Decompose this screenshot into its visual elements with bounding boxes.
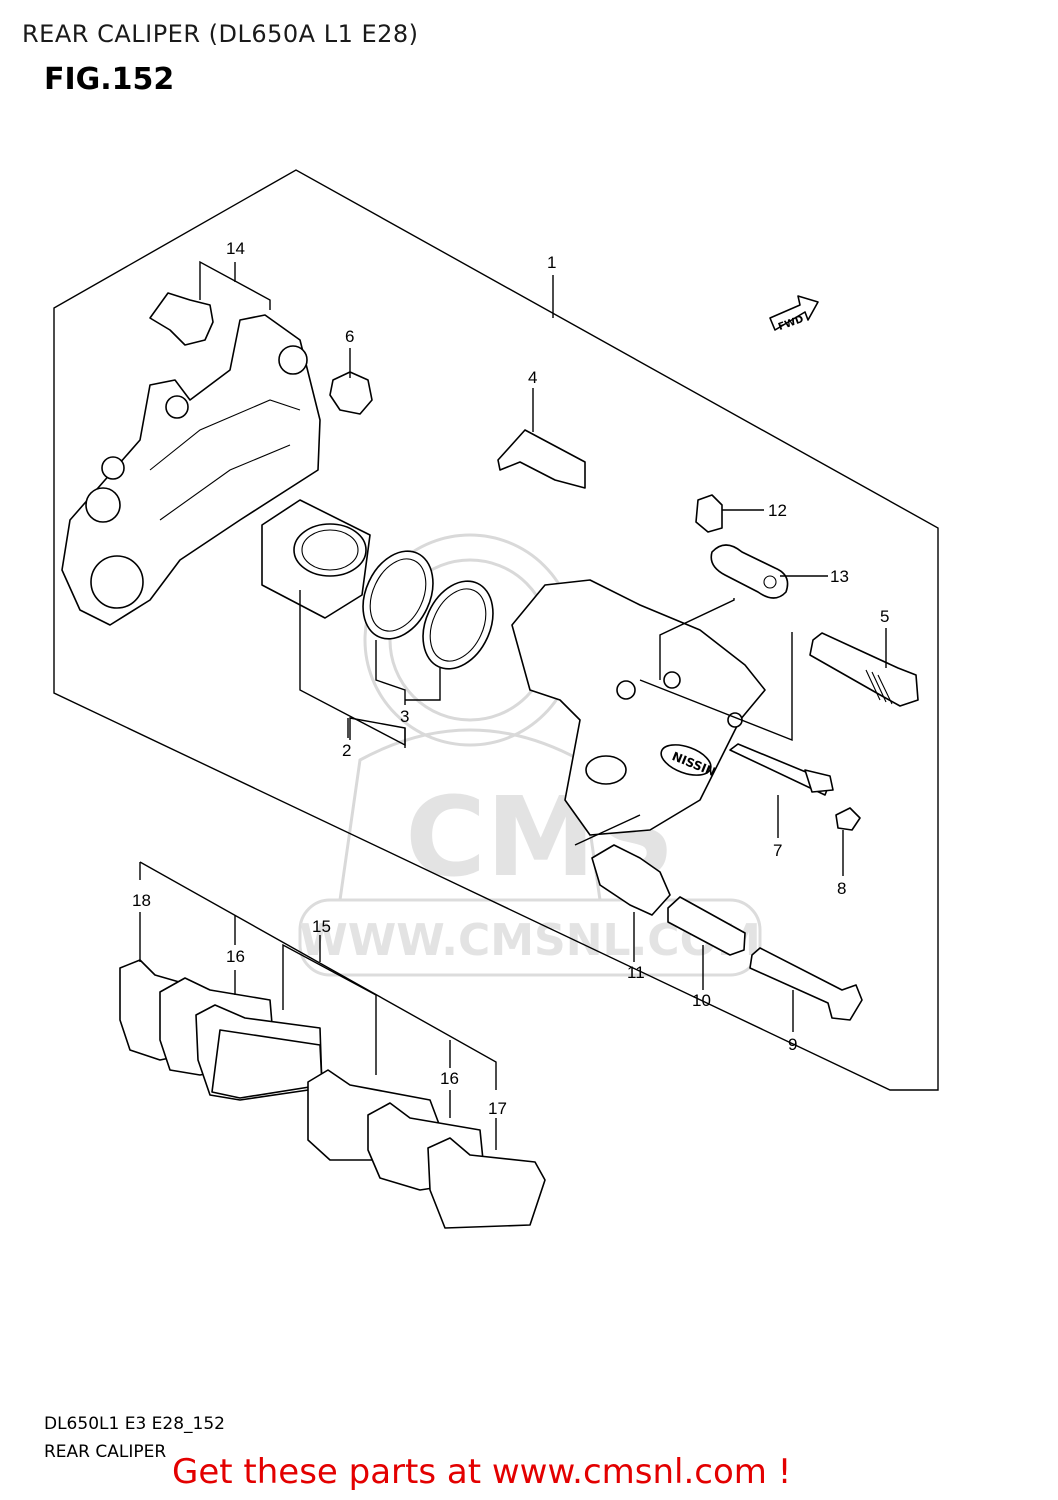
- diagram-code: DL650L1 E3 E28_152: [44, 1414, 225, 1434]
- part-number-5: 5: [880, 607, 889, 626]
- forward-arrow: FWD: [769, 295, 819, 333]
- piston-seal-inner: [369, 558, 427, 632]
- watermark-banner: [298, 898, 762, 977]
- slide-pin: [809, 632, 919, 707]
- dust-seal-inner: [429, 588, 487, 662]
- part-number-10: 10: [692, 991, 711, 1010]
- pad-spring-plate: [497, 429, 586, 489]
- part-number-8: 8: [837, 879, 846, 898]
- part-number-11: 11: [627, 963, 645, 982]
- pad-group-outline-top: [139, 861, 497, 1090]
- part-number-14: 14: [226, 239, 245, 258]
- assembly-outline: [53, 169, 939, 1091]
- figure-number: FIG.152: [44, 62, 175, 97]
- caliper-bracket: [61, 314, 321, 626]
- diagram-name: REAR CALIPER: [44, 1442, 167, 1462]
- washer-hole: [763, 575, 777, 589]
- part-number-4: 4: [528, 368, 537, 387]
- part-number-3: 3: [400, 707, 409, 726]
- pad-spring: [149, 292, 214, 346]
- pad-pin-tip: [804, 769, 834, 793]
- pad-lining-left: [211, 1029, 323, 1099]
- bleeder-washer: [710, 544, 789, 599]
- pin-thread: [865, 669, 893, 705]
- dust-seal: [422, 580, 494, 670]
- sleeve: [667, 896, 746, 956]
- bracket-bolt: [749, 947, 863, 1021]
- part-number-17: 17: [488, 1099, 507, 1118]
- page-title: REAR CALIPER (DL650A L1 E28): [22, 20, 419, 48]
- part-number-7: 7: [773, 841, 782, 860]
- bleeder-cap: [329, 371, 373, 415]
- part-number-6: 6: [345, 327, 354, 346]
- part-number-16-right: 16: [440, 1069, 459, 1088]
- pin-plug: [835, 807, 861, 831]
- part-number-1: 1: [547, 253, 556, 272]
- piston: [261, 499, 371, 619]
- part-number-12: 12: [768, 501, 787, 520]
- leader-lines: [139, 260, 887, 1150]
- pin-boot: [591, 844, 671, 916]
- bleeder-valve: [695, 494, 723, 533]
- part-number-18: 18: [132, 891, 151, 910]
- part-number-13: 13: [830, 567, 849, 586]
- piston-seal: [362, 550, 434, 640]
- brake-pads: [119, 959, 546, 1229]
- part-number-16-left: 16: [226, 947, 245, 966]
- shop-link-banner[interactable]: Get these parts at www.cmsnl.com !: [172, 1452, 792, 1492]
- part-number-2: 2: [342, 741, 351, 760]
- caliper-body: NISSIN: [511, 579, 766, 836]
- part-number-9: 9: [788, 1035, 797, 1054]
- pad-shim-17: [427, 1137, 546, 1229]
- part-number-15: 15: [312, 917, 331, 936]
